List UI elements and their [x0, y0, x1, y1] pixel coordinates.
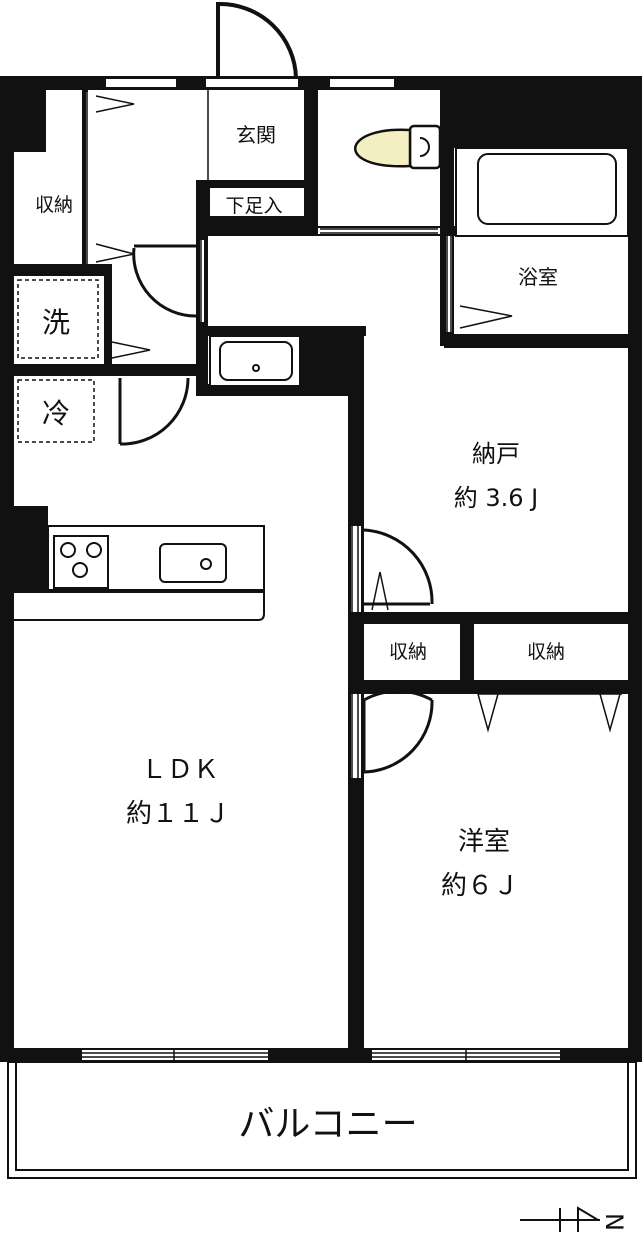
washer-box: [17, 279, 99, 359]
bathtub-icon: [455, 147, 629, 237]
label-entrance: 玄関: [236, 123, 276, 147]
label-balcony: バルコニー: [238, 1104, 417, 1145]
label-washer: 洗: [42, 306, 70, 339]
compass-icon: [520, 1206, 600, 1232]
label-ldk-size: 約１１Ｊ: [126, 799, 230, 829]
label-closet-room-name: 納戸: [472, 440, 520, 468]
label-western-name: 洋室: [458, 827, 510, 857]
toilet-icon: [354, 124, 442, 170]
entrance-door: [216, 1, 298, 79]
frames: [82, 92, 452, 778]
top-openings: [106, 79, 394, 87]
label-bath: 浴室: [518, 265, 558, 289]
label-compass: N: [600, 1213, 628, 1231]
balcony-outline: [7, 1061, 637, 1179]
label-storage-left: 収納: [35, 194, 73, 216]
label-ldk-name: ＬＤＫ: [141, 755, 219, 785]
kitchen-counter: [14, 525, 265, 621]
label-closet-room-size: 約 3.6 J: [454, 484, 539, 512]
label-shoe-closet: 下足入: [225, 195, 282, 217]
bottom-windows: [82, 1050, 560, 1060]
label-western-size: 約６Ｊ: [441, 871, 519, 901]
sink-icon: [209, 335, 301, 387]
label-storage-mid: 収納: [389, 641, 427, 663]
door-swings: [118, 244, 434, 774]
folding-doors: [95, 95, 622, 733]
label-storage-right: 収納: [527, 641, 565, 663]
label-fridge: 冷: [42, 397, 70, 430]
fridge-box: [17, 379, 95, 443]
